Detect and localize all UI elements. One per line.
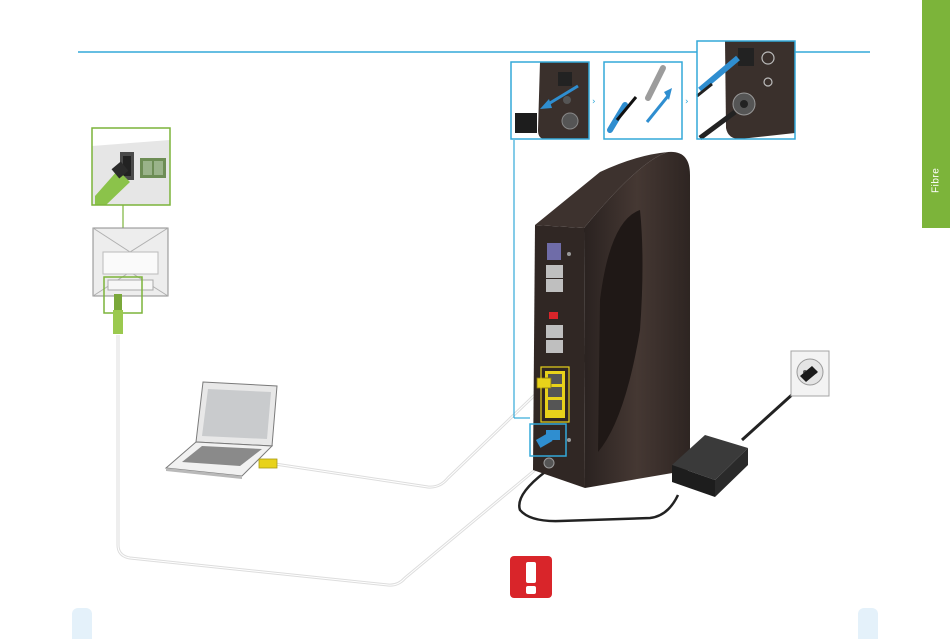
- wall-power-socket: [791, 351, 829, 396]
- page-tab-left: [72, 608, 92, 639]
- ethernet-cable: [275, 390, 540, 487]
- step-remove-cap: [511, 62, 589, 139]
- laptop: [166, 382, 277, 479]
- fibre-outlet-closeup: [92, 128, 170, 205]
- fibre-wall-outlet: [93, 228, 168, 334]
- page-tab-right: [858, 608, 878, 639]
- step-prepare-connector: [604, 62, 682, 139]
- warning-icon: [510, 556, 552, 598]
- svg-text:›: ›: [592, 97, 596, 107]
- section-tab-label: Fibre: [922, 150, 950, 210]
- svg-text:›: ›: [685, 97, 689, 107]
- router: [530, 152, 690, 488]
- step-insert-fibre: [697, 41, 795, 139]
